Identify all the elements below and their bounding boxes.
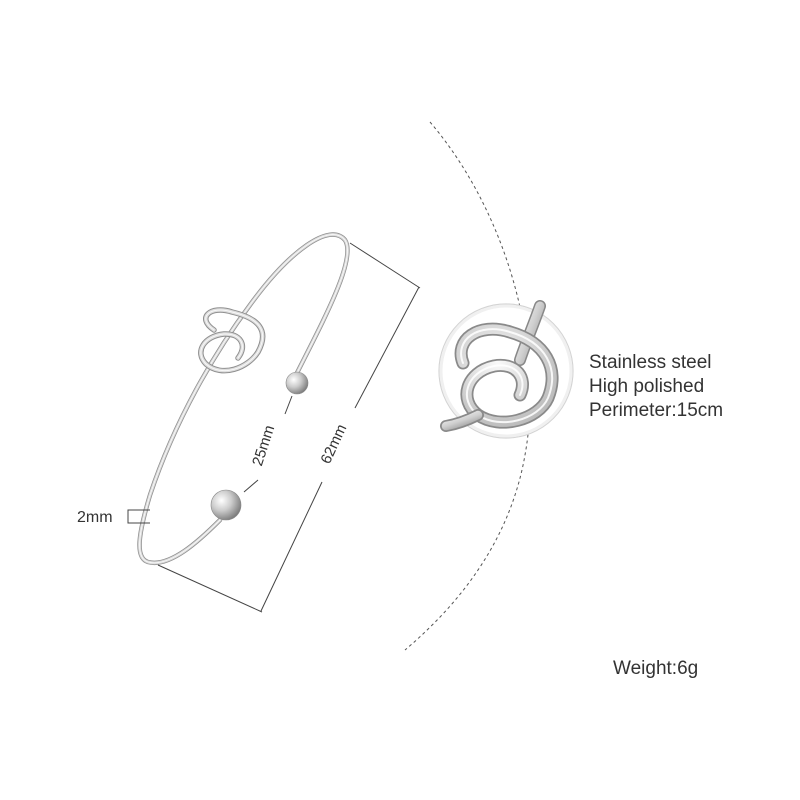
weight-spec: Weight:6g: [613, 658, 699, 679]
finish-spec: High polished: [589, 376, 705, 397]
thickness-dimension-label: 2mm: [77, 509, 113, 526]
material-spec: Stainless steel: [589, 352, 712, 373]
opening-dimension: [243, 395, 293, 493]
bangle-bracelet: [137, 232, 350, 566]
knot-detail-zoom: [438, 300, 574, 439]
lower-end-bead: [210, 489, 242, 521]
opening-dimension-label: 25mm: [249, 423, 278, 468]
length-dimension: [157, 242, 421, 613]
length-dimension-label: 62mm: [317, 422, 350, 467]
perimeter-spec: Perimeter:15cm: [589, 400, 724, 421]
bangle-knot: [198, 307, 266, 374]
upper-end-bead: [285, 371, 309, 395]
thickness-bracket: [127, 509, 150, 524]
